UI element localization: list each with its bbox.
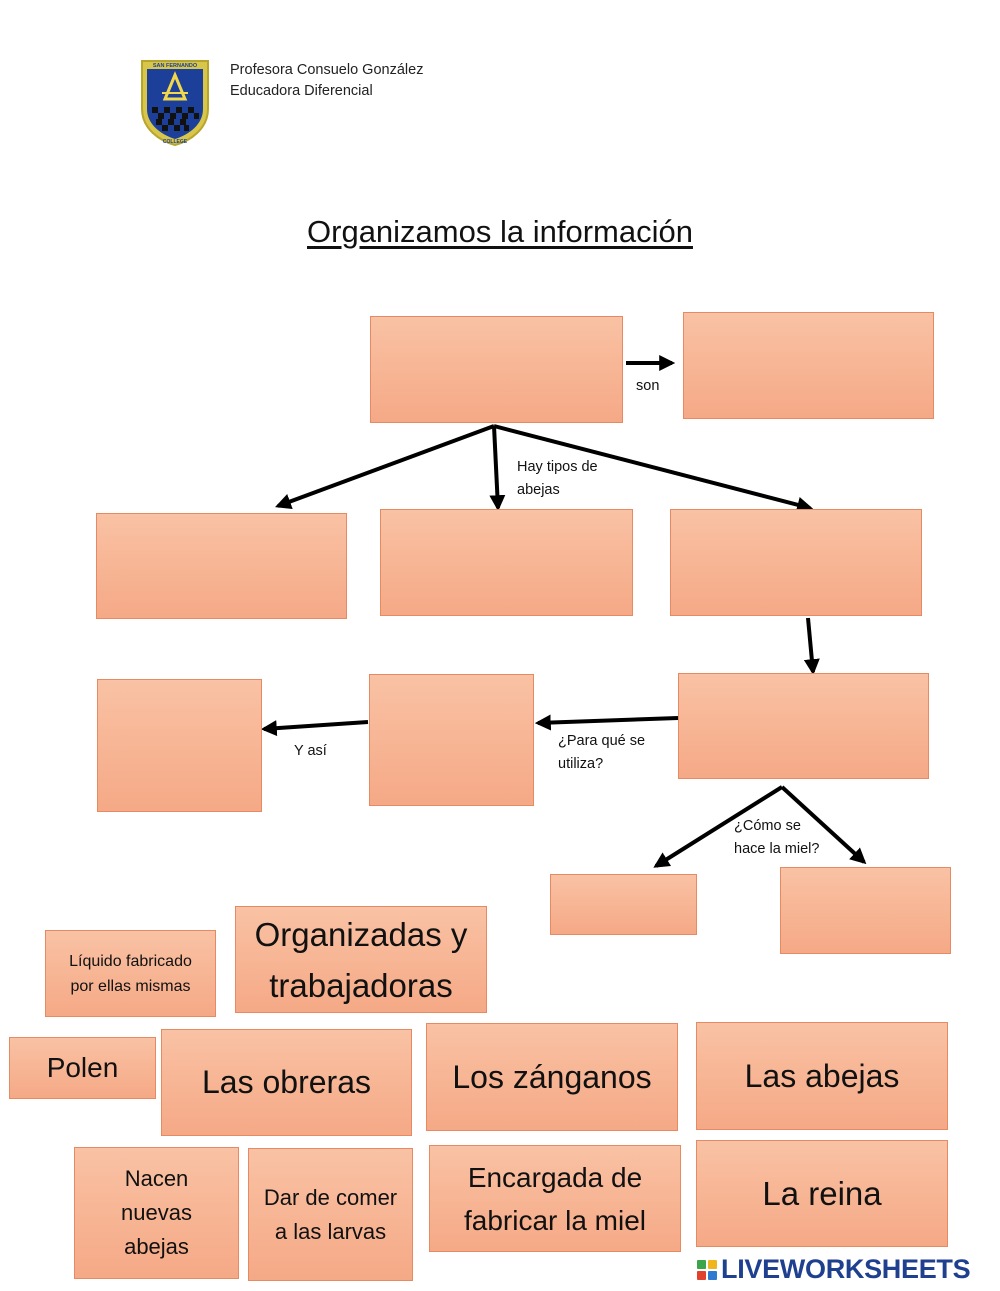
drop-target-son[interactable] xyxy=(683,312,934,419)
school-crest-logo: SAN FERNANDO COLLEGE xyxy=(141,60,209,147)
liveworksheets-wordmark: LIVEWORKSHEETS xyxy=(721,1254,971,1284)
card-polen[interactable]: Polen xyxy=(9,1037,156,1099)
arrow-down-right xyxy=(803,617,820,676)
card-reina[interactable]: La reina xyxy=(696,1140,948,1247)
liveworksheets-logo: LIVEWORKSHEETS xyxy=(697,1254,971,1285)
drop-target-product[interactable] xyxy=(678,673,929,779)
label-y-asi: Y así xyxy=(294,743,327,759)
arrow-to-type-left xyxy=(274,424,495,510)
drop-target-use[interactable] xyxy=(369,674,534,806)
card-organizadas[interactable]: Organizadas y trabajadoras xyxy=(235,906,487,1013)
card-abejas[interactable]: Las abejas xyxy=(696,1022,948,1130)
teacher-info: Profesora Consuelo González Educadora Di… xyxy=(230,60,423,102)
svg-text:COLLEGE: COLLEGE xyxy=(163,139,188,145)
teacher-role: Educadora Diferencial xyxy=(230,83,373,99)
label-son: son xyxy=(636,378,660,394)
label-como: ¿Cómo se hace la miel? xyxy=(734,818,820,857)
drop-target-type-3[interactable] xyxy=(670,509,922,616)
liveworksheets-icon xyxy=(697,1259,717,1280)
drop-target-main[interactable] xyxy=(370,316,623,423)
drop-target-type-1[interactable] xyxy=(96,513,347,619)
drop-target-result[interactable] xyxy=(97,679,262,812)
label-hay-tipos: Hay tipos de abejas xyxy=(517,459,598,498)
page-title: Organizamos la información xyxy=(307,214,693,249)
arrow-to-type-middle xyxy=(489,425,506,512)
arrow-como-left xyxy=(653,785,784,868)
svg-text:SAN FERNANDO: SAN FERNANDO xyxy=(153,63,198,69)
drop-target-how-1[interactable] xyxy=(550,874,697,935)
card-dar-comer[interactable]: Dar de comer a las larvas xyxy=(248,1148,413,1281)
card-obreras[interactable]: Las obreras xyxy=(161,1029,412,1136)
card-encargada[interactable]: Encargada de fabricar la miel xyxy=(429,1145,681,1252)
teacher-name: Profesora Consuelo González xyxy=(230,62,424,78)
arrow-como-right xyxy=(780,785,867,865)
card-zanganos[interactable]: Los zánganos xyxy=(426,1023,678,1131)
label-para-que: ¿Para qué se utiliza? xyxy=(558,733,646,772)
arrow-to-type-right xyxy=(493,424,814,513)
drop-target-type-2[interactable] xyxy=(380,509,633,616)
arrow-y-asi xyxy=(260,720,369,737)
drop-target-how-2[interactable] xyxy=(780,867,951,954)
card-nacen[interactable]: Nacen nuevas abejas xyxy=(74,1147,239,1279)
arrow-para-que xyxy=(534,714,679,731)
card-liquido[interactable]: Líquido fabricado por ellas mismas xyxy=(45,930,216,1017)
